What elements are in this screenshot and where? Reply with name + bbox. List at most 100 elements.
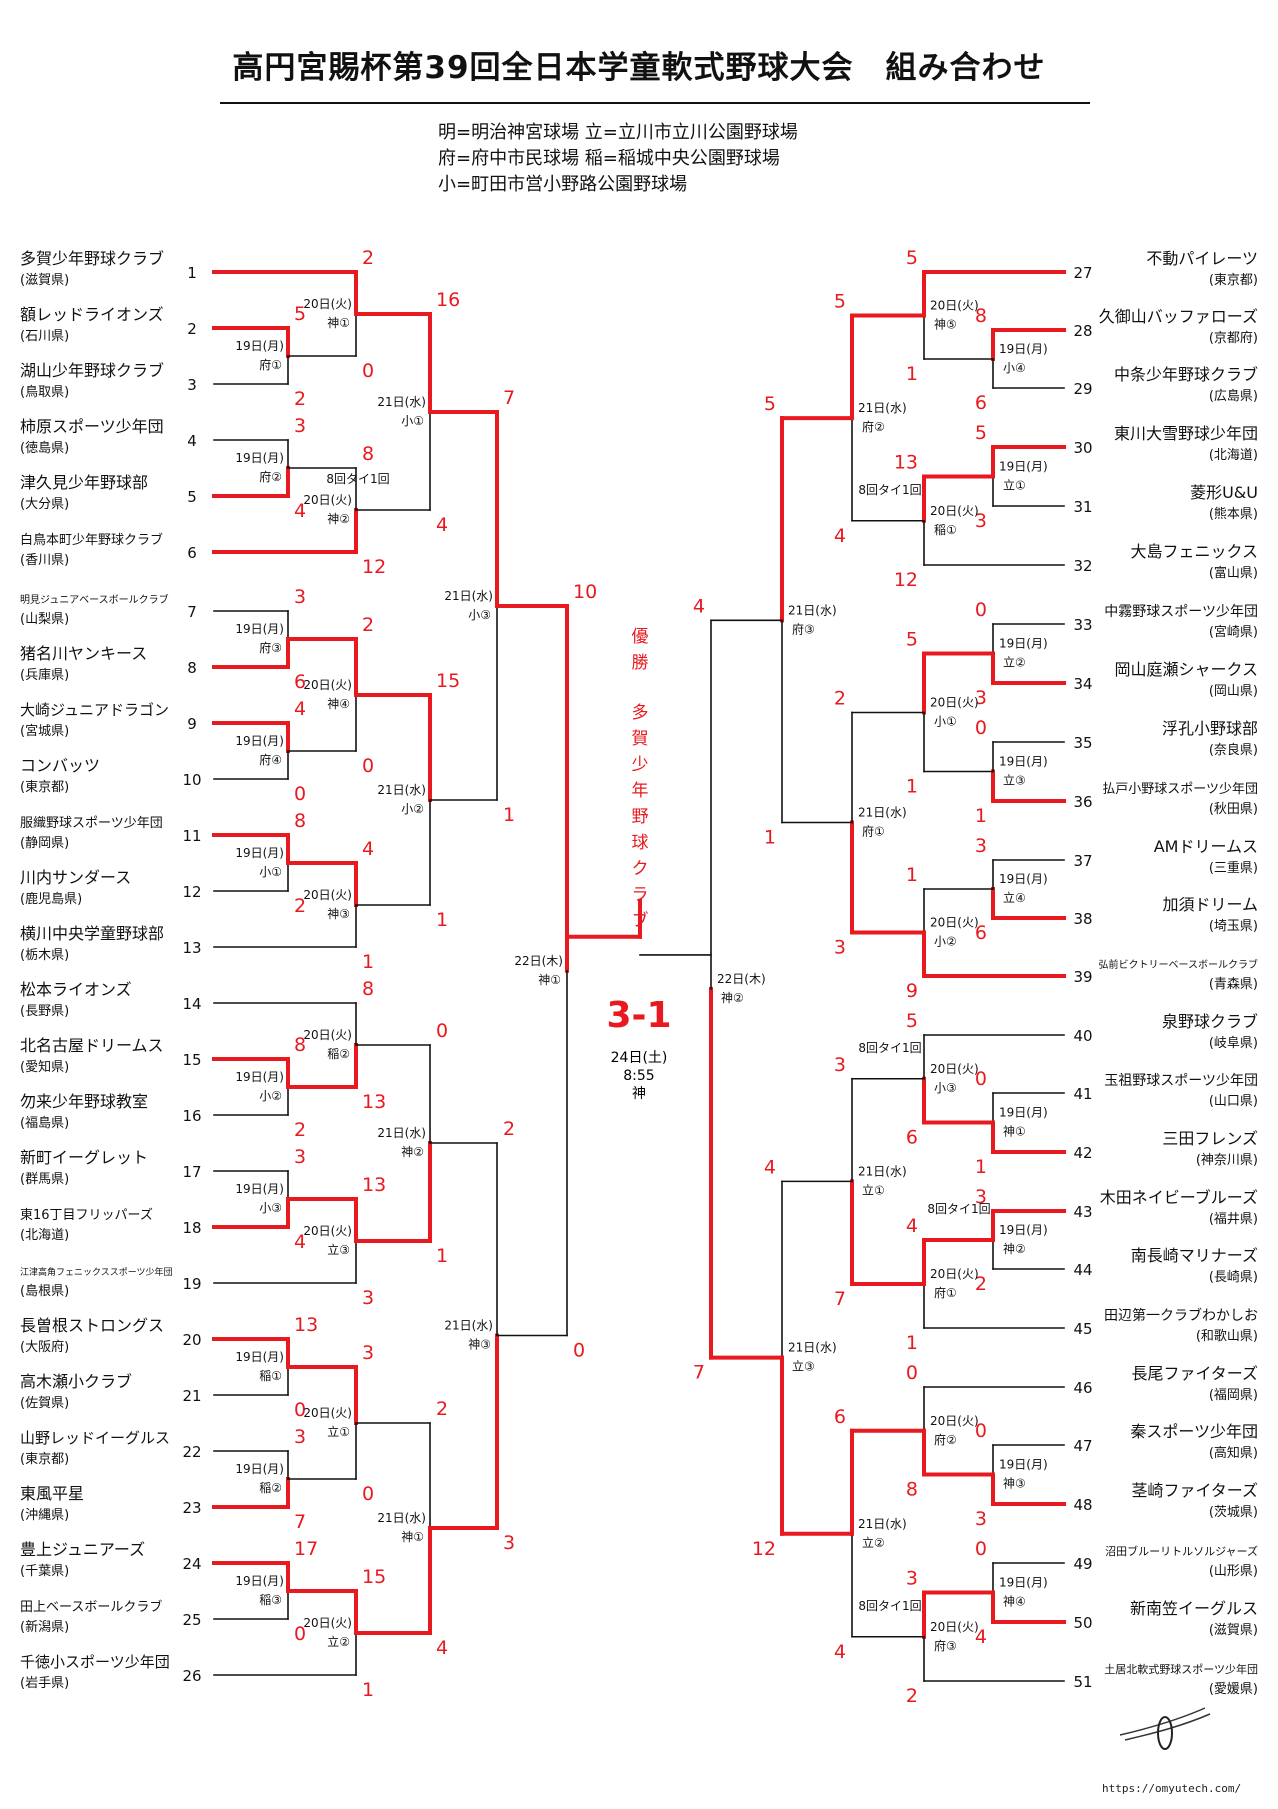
- team-prefecture: (東京都): [20, 1451, 69, 1467]
- match-date: 20日(火): [303, 1028, 352, 1042]
- match-score: 7: [693, 1362, 705, 1384]
- team-name: 新南笠イーグルス: [1130, 1599, 1258, 1618]
- match-score: 2: [294, 895, 306, 917]
- team-prefecture: (千葉県): [20, 1564, 69, 1579]
- match-score: 2: [294, 1119, 306, 1141]
- team-number: 27: [1073, 264, 1092, 282]
- match-score: 2: [294, 388, 306, 410]
- match-score: 8: [362, 978, 374, 1000]
- match-date: 20日(火): [303, 493, 352, 507]
- match-score: 0: [294, 1623, 306, 1645]
- team-name: 千徳小スポーツ少年団: [20, 1653, 170, 1671]
- match-venue: 府④: [259, 752, 282, 767]
- match-date: 19日(月): [235, 622, 284, 636]
- match-date: 21日(水): [377, 1511, 426, 1525]
- match-score: 0: [362, 755, 374, 777]
- site-logo-icon: [1119, 1707, 1211, 1750]
- match-venue: 神④: [1003, 1595, 1026, 1609]
- team-prefecture: (広島県): [1209, 389, 1258, 404]
- champion-char: 勝: [632, 653, 649, 673]
- match-score: 4: [975, 1626, 987, 1648]
- match-date: 19日(月): [235, 734, 284, 748]
- match-venue: 神②: [327, 512, 350, 526]
- match-date: 19日(月): [235, 1350, 284, 1364]
- match-score: 6: [834, 1406, 846, 1428]
- match-venue: 立③: [1003, 773, 1026, 788]
- match-score: 0: [975, 599, 987, 621]
- match-venue: 神②: [401, 1145, 424, 1159]
- match-score: 0: [294, 1399, 306, 1421]
- team-name: 中霧野球スポーツ少年団: [1104, 604, 1258, 620]
- team-prefecture: (新潟県): [20, 1619, 69, 1635]
- match-venue: 府②: [934, 1432, 957, 1447]
- team-number: 38: [1073, 910, 1092, 928]
- team-number: 11: [182, 827, 201, 845]
- team-prefecture: (島根県): [20, 1284, 69, 1299]
- match-date: 19日(月): [999, 1458, 1048, 1472]
- team-prefecture: (沖縄県): [20, 1508, 69, 1523]
- team-name: 東川大雪野球少年団: [1114, 424, 1258, 443]
- team-number: 12: [182, 883, 201, 901]
- team-number: 44: [1073, 1261, 1092, 1279]
- match-score: 3: [975, 687, 987, 709]
- team-name: 豊上ジュニアーズ: [20, 1540, 145, 1559]
- match-date: 21日(水): [377, 395, 426, 409]
- match-date: 20日(火): [930, 1414, 979, 1428]
- team-prefecture: (鹿児島県): [20, 891, 82, 907]
- match-venue: 府③: [259, 640, 282, 655]
- team-prefecture: (大分県): [20, 497, 69, 512]
- team-name: 大崎ジュニアドラゴン: [20, 701, 169, 719]
- team-number: 7: [187, 603, 197, 621]
- match-date: 19日(月): [235, 1574, 284, 1588]
- match-score: 3: [362, 1342, 374, 1364]
- team-name: 東16丁目フリッパーズ: [20, 1207, 153, 1223]
- match-date: 19日(月): [999, 1576, 1048, 1590]
- match-score: 3: [294, 1426, 306, 1448]
- team-prefecture: (和歌山県): [1196, 1329, 1258, 1344]
- match-date: 20日(火): [930, 1267, 979, 1281]
- team-number: 31: [1073, 498, 1092, 516]
- match-date: 21日(水): [444, 589, 493, 603]
- match-venue: 稲②: [327, 1047, 350, 1061]
- team-name: 東風平星: [20, 1484, 84, 1503]
- team-number: 46: [1073, 1379, 1092, 1397]
- match-score: 0: [294, 783, 306, 805]
- match-date: 20日(火): [303, 678, 352, 692]
- match-venue: 小③: [259, 1201, 282, 1215]
- match-date: 21日(水): [377, 1126, 426, 1140]
- team-prefecture: (大阪府): [20, 1340, 69, 1355]
- team-number: 50: [1073, 1614, 1092, 1632]
- team-number: 26: [182, 1667, 201, 1685]
- team-prefecture: (兵庫県): [20, 668, 69, 683]
- match-venue: 小②: [259, 1089, 282, 1103]
- team-number: 47: [1073, 1437, 1092, 1455]
- match-score: 13: [294, 1314, 318, 1336]
- team-number: 1: [187, 264, 197, 282]
- team-name: 木田ネイビーブルーズ: [1100, 1188, 1258, 1207]
- match-score: 0: [906, 1362, 918, 1384]
- team-number: 25: [182, 1611, 201, 1629]
- team-prefecture: (富山県): [1209, 565, 1258, 581]
- team-name: 三田フレンズ: [1162, 1129, 1258, 1148]
- match-score: 4: [294, 1231, 306, 1253]
- team-name: 弘前ビクトリーベースボールクラブ: [1099, 958, 1259, 971]
- match-score: 2: [362, 247, 374, 269]
- team-name: 高木瀬小クラブ: [20, 1372, 132, 1391]
- match-score: 3: [834, 1054, 846, 1076]
- team-name: 川内サンダース: [20, 868, 131, 887]
- team-prefecture: (奈良県): [1209, 742, 1258, 758]
- team-number: 41: [1073, 1085, 1092, 1103]
- team-prefecture: (高知県): [1209, 1445, 1258, 1461]
- match-score: 15: [362, 1566, 386, 1588]
- team-name: 湖山少年野球クラブ: [20, 361, 164, 380]
- match-date: 20日(火): [930, 1620, 979, 1634]
- match-score: 3: [503, 1532, 515, 1554]
- team-name: 松本ライオンズ: [20, 980, 132, 999]
- team-prefecture: (京都府): [1209, 331, 1258, 346]
- match-date: 19日(月): [999, 755, 1048, 769]
- match-venue: 立③: [327, 1242, 350, 1257]
- team-prefecture: (鳥取県): [20, 385, 69, 400]
- team-name: 長尾ファイターズ: [1131, 1364, 1258, 1383]
- team-name: 土居北軟式野球スポーツ少年団: [1104, 1662, 1258, 1676]
- match-venue: 府①: [862, 824, 885, 839]
